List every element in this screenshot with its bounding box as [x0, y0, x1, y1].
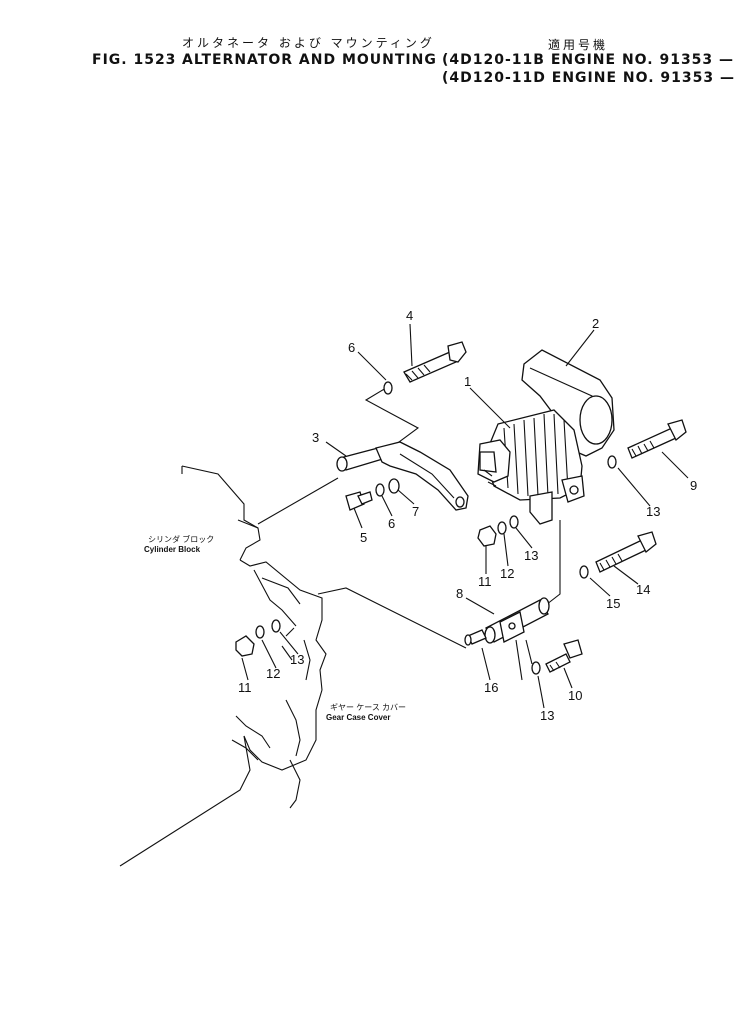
gear-case-cover-label: Gear Case Cover: [326, 713, 390, 722]
bracket-part-3: [336, 441, 469, 511]
serial-range-2: (4D120-11D ENGINE NO. 91353 — ): [442, 70, 736, 86]
callout-13-center: 13: [524, 548, 538, 563]
callout-13-lower: 13: [540, 708, 554, 723]
callout-15: 15: [606, 596, 620, 611]
callout-12-left: 12: [266, 666, 280, 681]
callout-16: 16: [484, 680, 498, 695]
callout-11-left: 11: [238, 680, 252, 695]
callout-8: 8: [456, 586, 463, 601]
washer-part-13-left: [271, 619, 281, 633]
callout-9: 9: [690, 478, 697, 493]
nut-part-11-center: [477, 525, 497, 547]
washer-part-12-left: [255, 625, 265, 639]
figure-title: ALTERNATOR AND MOUNTING: [182, 52, 437, 68]
callout-14: 14: [636, 582, 650, 597]
nut-part-11-left: [235, 635, 255, 657]
bolt-part-9: [627, 419, 687, 459]
washer-part-7: [388, 478, 400, 494]
serial-range-1: (4D120-11B ENGINE NO. 91353 — ): [442, 52, 736, 68]
bolt-part-16: [464, 629, 487, 646]
japanese-title: オルタネータ および マウンティング: [182, 36, 435, 50]
washer-part-12-center: [497, 521, 507, 535]
bolt-part-4: [403, 341, 467, 383]
cylinder-block-label: Cylinder Block: [144, 545, 201, 554]
callout-13-left: 13: [290, 652, 304, 667]
alternator-part-1: [477, 349, 615, 525]
japanese-applicable-label: 適用号機: [548, 38, 609, 52]
callout-13-right: 13: [646, 504, 660, 519]
callout-3: 3: [312, 430, 319, 445]
callout-5: 5: [360, 530, 367, 545]
callout-12-center: 12: [500, 566, 514, 581]
bolt-part-14: [595, 531, 657, 573]
callout-4: 4: [406, 308, 413, 323]
callout-1: 1: [464, 374, 471, 389]
washer-part-15: [579, 565, 589, 579]
link-part-8: [484, 597, 550, 644]
gear-case-cover-label-jp: ギヤー ケース カバー: [330, 703, 406, 712]
callout-7: 7: [412, 504, 419, 519]
engine-block-outline: [119, 465, 327, 867]
callout-leaders: [241, 323, 689, 709]
washer-part-13-center: [509, 515, 519, 529]
washer-part-6-top: [383, 381, 393, 395]
washer-part-6: [375, 483, 385, 497]
figure-number: FIG. 1523: [92, 52, 177, 68]
cylinder-block-label-jp: シリンダ ブロック: [148, 534, 214, 544]
bolt-part-5: [345, 491, 373, 511]
washer-part-13-lower: [531, 661, 541, 675]
callout-6-lower: 6: [388, 516, 395, 531]
callout-2: 2: [592, 316, 599, 331]
bolt-part-10: [545, 639, 583, 673]
callout-6-top: 6: [348, 340, 355, 355]
washer-part-13-right: [607, 455, 617, 469]
callout-11-center: 11: [478, 574, 492, 589]
callout-10: 10: [568, 688, 582, 703]
